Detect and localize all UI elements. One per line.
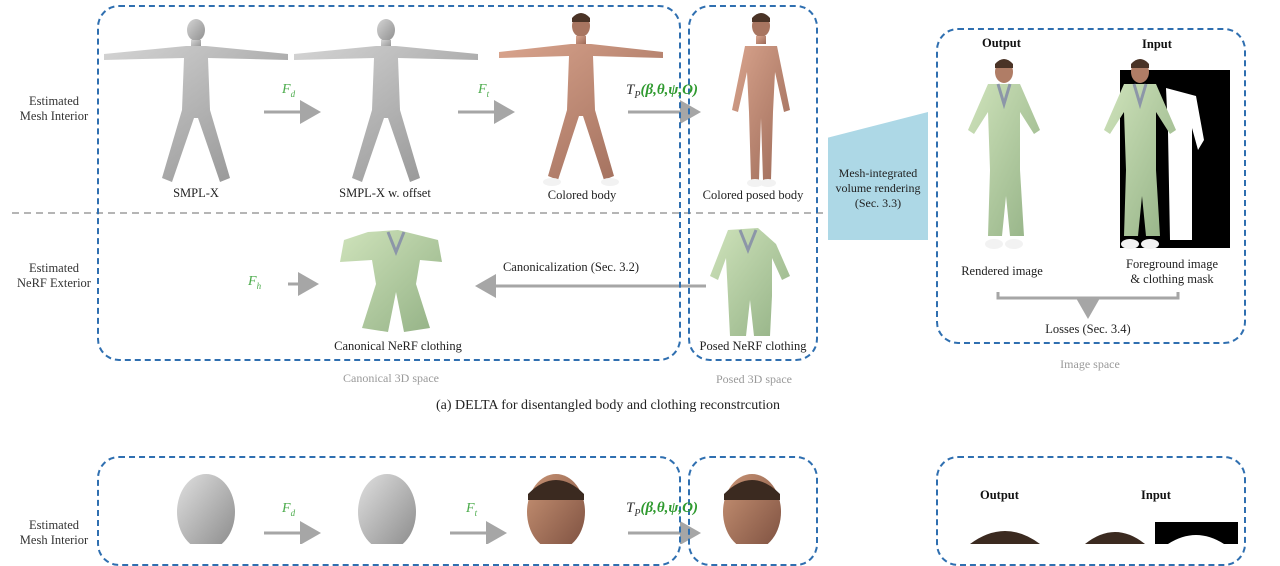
rendered-image-label: Rendered image — [961, 264, 1043, 278]
canonical-nerf-clothing — [340, 230, 442, 332]
ft-label-b: Ft — [466, 501, 478, 518]
smplx-face-gray — [177, 474, 235, 544]
smplx-offset-figure — [294, 19, 478, 182]
row-label-mesh-interior: Estimated Mesh Interior — [19, 94, 89, 123]
posed-nerf-label: Posed NeRF clothing — [699, 339, 807, 353]
foreground-label: Foreground image & clothing mask — [1126, 257, 1218, 286]
image-space-label: Image space — [1060, 357, 1120, 371]
input-heading: Input — [1142, 37, 1172, 51]
posed-space-box-b — [688, 456, 818, 566]
smplx-offset-face-gray — [358, 474, 416, 544]
smplx-offset-label: SMPL-X w. offset — [339, 186, 431, 200]
colored-posed-face — [723, 474, 781, 544]
smplx-label: SMPL-X — [173, 186, 219, 200]
canonical-space-box-b — [97, 456, 681, 566]
losses-label: Losses (Sec. 3.4) — [1045, 322, 1131, 336]
volume-rendering-label: Mesh-integrated volume rendering (Sec. 3… — [835, 166, 921, 210]
colored-body-label: Colored body — [547, 188, 617, 202]
canonical-nerf-label: Canonical NeRF clothing — [334, 339, 462, 353]
smplx-figure — [104, 19, 288, 182]
colored-body-figure — [499, 13, 663, 186]
diagram-canvas — [12, 13, 1238, 544]
canonicalization-label: Canonicalization (Sec. 3.2) — [502, 260, 640, 274]
posed-space-box — [688, 5, 818, 361]
posed-space-label: Posed 3D space — [716, 372, 792, 386]
row-label-nerf-exterior: Estimated NeRF Exterior — [17, 261, 91, 290]
canonical-space-box — [97, 5, 681, 361]
rendered-image-figure — [968, 59, 1040, 249]
panel-b-image-faces — [970, 522, 1238, 544]
tp-label-b: TP(β,θ,ψ,O) — [626, 500, 699, 519]
colored-posed-body-figure — [732, 13, 790, 187]
ft-label: Ft — [478, 82, 490, 99]
figure-caption-a: (a) DELTA for disentangled body and clot… — [436, 398, 780, 413]
output-heading-b: Output — [980, 488, 1019, 502]
image-space-box-b — [936, 456, 1246, 566]
input-image-figure — [1104, 59, 1230, 249]
colored-posed-body-label: Colored posed body — [702, 188, 804, 202]
posed-nerf-clothing — [710, 228, 790, 336]
input-heading-b: Input — [1141, 488, 1171, 502]
canonical-space-label: Canonical 3D space — [343, 371, 439, 385]
fd-label-b: Fd — [282, 501, 296, 518]
image-space-box — [936, 28, 1246, 344]
fd-label: Fd — [282, 82, 296, 99]
output-heading: Output — [982, 36, 1021, 50]
tp-label: TP(β,θ,ψ,O) — [626, 82, 699, 101]
volume-rendering-block — [828, 112, 928, 240]
fh-label: Fh — [248, 274, 262, 291]
colored-face — [527, 474, 585, 544]
